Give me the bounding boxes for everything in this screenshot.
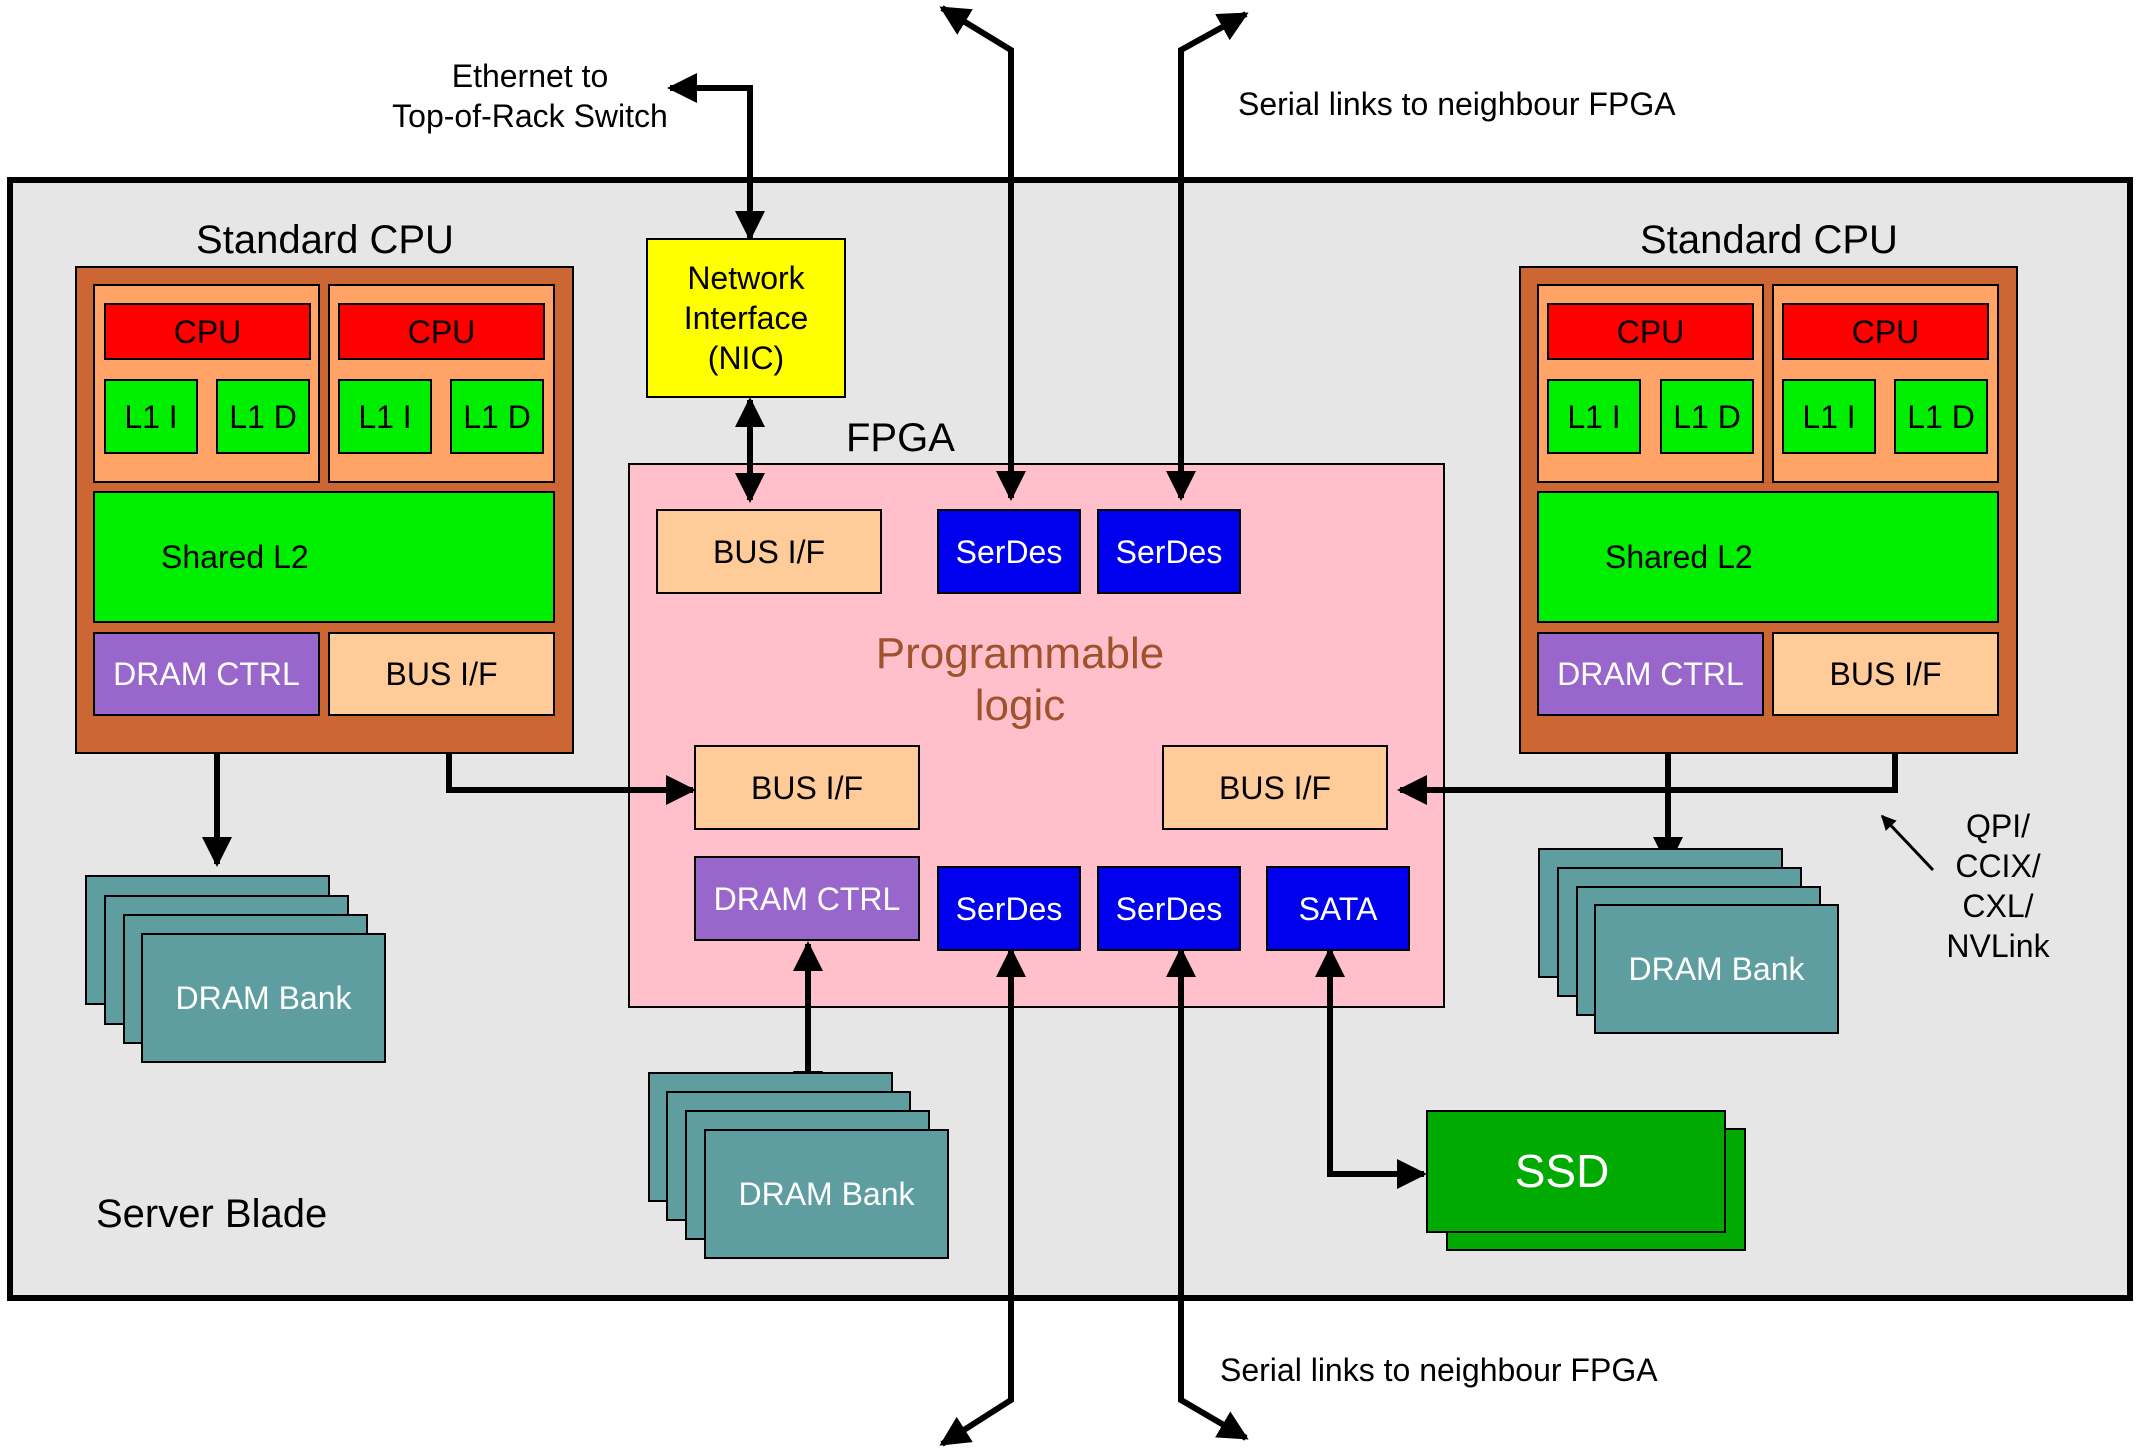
cpu-right-shared-l2: Shared L2: [1537, 491, 1999, 623]
cpu-right-title: Standard CPU: [1640, 218, 1898, 262]
interconnect-ccix: CCIX/: [1955, 848, 2041, 884]
ssd: SSD: [1426, 1110, 1726, 1233]
cpu-right-core1: CPU: [1547, 303, 1754, 360]
interconnect-label: QPI/ CCIX/ CXL/ NVLink: [1928, 806, 2068, 966]
dram-bank-left: DRAM Bank: [141, 933, 386, 1063]
nic-line1: Network: [687, 260, 805, 296]
cpu-right-l1i-2: L1 I: [1782, 379, 1876, 454]
fpga-serdes-top-2: SerDes: [1097, 509, 1241, 594]
cpu-left-title: Standard CPU: [196, 218, 454, 262]
cpu-left-bus-if: BUS I/F: [328, 632, 555, 716]
cpu-left-l1i-2: L1 I: [338, 379, 432, 454]
programmable-logic-label: Programmable logic: [830, 628, 1210, 732]
cpu-right-l1d-2: L1 D: [1894, 379, 1988, 454]
fpga-bus-if-left: BUS I/F: [694, 745, 920, 830]
network-interface-card: Network Interface (NIC): [646, 238, 846, 398]
ethernet-label-line2: Top-of-Rack Switch: [392, 98, 668, 134]
dram-bank-right: DRAM Bank: [1594, 904, 1839, 1034]
cpu-left-shared-l2: Shared L2: [93, 491, 555, 623]
cpu-right-core2: CPU: [1782, 303, 1989, 360]
cpu-left-core2: CPU: [338, 303, 545, 360]
cpu-right-bus-if: BUS I/F: [1772, 632, 1999, 716]
server-blade-label: Server Blade: [96, 1192, 328, 1236]
serial-links-top-label: Serial links to neighbour FPGA: [1238, 86, 1676, 122]
programmable-line2: logic: [974, 681, 1066, 730]
fpga-bus-if-right: BUS I/F: [1162, 745, 1388, 830]
cpu-left-l1i-1: L1 I: [104, 379, 198, 454]
interconnect-nvlink: NVLink: [1946, 928, 2050, 964]
dram-bank-center: DRAM Bank: [704, 1129, 949, 1259]
cpu-left-core1: CPU: [104, 303, 311, 360]
fpga-bus-if-top: BUS I/F: [656, 509, 882, 594]
cpu-right-l1i-1: L1 I: [1547, 379, 1641, 454]
cpu-left-dram-ctrl: DRAM CTRL: [93, 632, 320, 716]
nic-line3: (NIC): [707, 340, 785, 376]
fpga-serdes-top-1: SerDes: [937, 509, 1081, 594]
cpu-left-l1d-1: L1 D: [216, 379, 310, 454]
fpga-dram-ctrl: DRAM CTRL: [694, 856, 920, 941]
ethernet-label: Ethernet to Top-of-Rack Switch: [380, 56, 680, 136]
interconnect-qpi: QPI/: [1965, 808, 2030, 844]
cpu-left-l1d-2: L1 D: [450, 379, 544, 454]
ethernet-label-line1: Ethernet to: [451, 58, 609, 94]
cpu-right-dram-ctrl: DRAM CTRL: [1537, 632, 1764, 716]
nic-line2: Interface: [683, 300, 809, 336]
fpga-serdes-bottom-2: SerDes: [1097, 866, 1241, 951]
fpga-label: FPGA: [846, 416, 955, 460]
serial-links-bottom-label: Serial links to neighbour FPGA: [1220, 1352, 1658, 1388]
interconnect-cxl: CXL/: [1962, 888, 2034, 924]
cpu-right-l1d-1: L1 D: [1660, 379, 1754, 454]
programmable-line1: Programmable: [875, 629, 1165, 678]
fpga-sata: SATA: [1266, 866, 1410, 951]
fpga-serdes-bottom-1: SerDes: [937, 866, 1081, 951]
